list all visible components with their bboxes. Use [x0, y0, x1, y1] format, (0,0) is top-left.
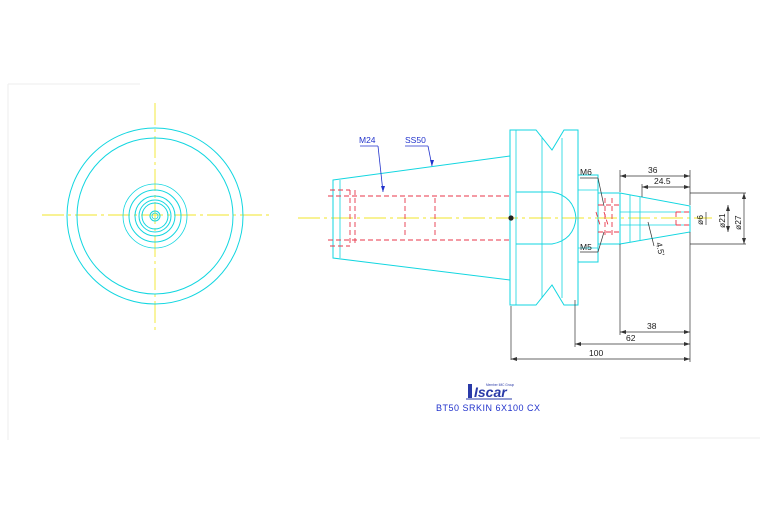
logo-text: Iscar: [474, 384, 508, 400]
nose-inner-circle: [138, 199, 172, 233]
callouts: M24 SS50 M6 M5: [359, 135, 605, 253]
inner-pocket: [516, 191, 577, 245]
neck-ring: [598, 192, 621, 245]
flange-outer-circle: [66, 127, 244, 305]
part-name: BT50 SRKIN 6X100 CX: [436, 403, 541, 413]
hidden-lines: [328, 189, 690, 247]
dim-angle: 4.5': [654, 241, 667, 257]
flange: [509, 129, 579, 306]
shank-circle: [128, 189, 182, 243]
callout-ss50: SS50: [405, 135, 426, 145]
dim-38: 38: [647, 321, 657, 331]
callout-m6: M6: [580, 167, 592, 177]
sheet-frame: [7, 83, 760, 440]
bore-circle: [141, 202, 169, 230]
dim-dia21: ø21: [717, 213, 727, 228]
side-view: [298, 129, 712, 306]
logo-small-text: Member IMC Group: [486, 383, 514, 387]
front-view: [42, 103, 272, 330]
title-block: Iscar Member IMC Group BT50 SRKIN 6X100 …: [436, 383, 541, 413]
dim-24-5: 24.5: [654, 176, 671, 186]
flange-groove-circle: [76, 137, 234, 295]
dim-100: 100: [589, 348, 603, 358]
nose-taper: [619, 192, 691, 245]
center-hole-circle: [151, 212, 159, 220]
nose-circle: [134, 195, 176, 237]
body-circle: [122, 183, 188, 249]
dim-dia6: ø6: [695, 215, 705, 225]
center-bore-circle: [149, 210, 161, 222]
dim-62: 62: [626, 333, 636, 343]
dimensions: 36 24.5 ø6 ø21 ø27 4.5' 38 62: [510, 165, 746, 362]
callout-m5: M5: [580, 242, 592, 252]
body-step: [578, 174, 599, 263]
dim-dia27: ø27: [733, 215, 743, 230]
callout-m24: M24: [359, 135, 376, 145]
iscar-logo: Iscar Member IMC Group: [466, 383, 514, 400]
center-point-marker: [508, 215, 514, 221]
dim-36: 36: [648, 165, 658, 175]
